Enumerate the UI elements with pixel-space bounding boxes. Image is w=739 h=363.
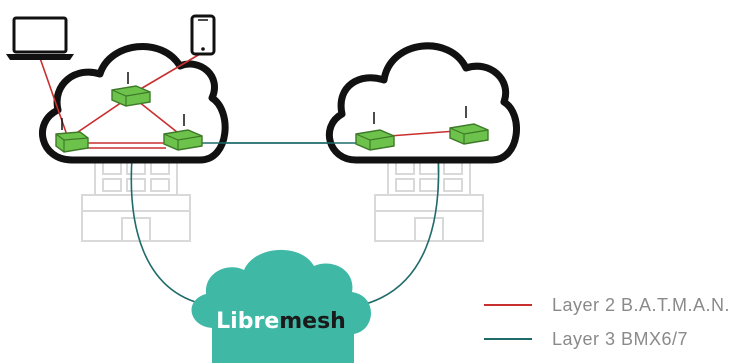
layer2-link-b-c [133, 97, 183, 137]
libremesh-logo: Libremesh [191, 249, 371, 363]
layer3-link-left-to-libremesh [130, 157, 213, 307]
router-icon-b [111, 72, 151, 107]
router-icon-a [55, 118, 89, 153]
router-icon-d [355, 112, 395, 151]
svg-text:Libremesh: Libremesh [216, 309, 346, 334]
legend: Layer 2 B.A.T.M.A.N. Layer 3 BMX6/7 [484, 295, 730, 349]
legend-label-layer3: Layer 3 BMX6/7 [552, 329, 688, 349]
layer3-link-right-to-libremesh [357, 149, 440, 307]
legend-label-layer2: Layer 2 B.A.T.M.A.N. [552, 295, 730, 315]
layer2-link-laptop-router [39, 57, 69, 139]
router-icon-c [163, 114, 203, 151]
phone-icon [190, 14, 216, 56]
router-icon-e [449, 106, 489, 145]
laptop-icon [6, 16, 74, 60]
logo-part-mesh: mesh [279, 309, 346, 334]
layer2-link-phone-router [131, 53, 201, 95]
layer2-link-a-b [71, 97, 129, 137]
logo-part-libre: Libre [216, 309, 279, 334]
libremesh-cloud-icon [191, 249, 371, 363]
layer2-links [39, 53, 457, 149]
